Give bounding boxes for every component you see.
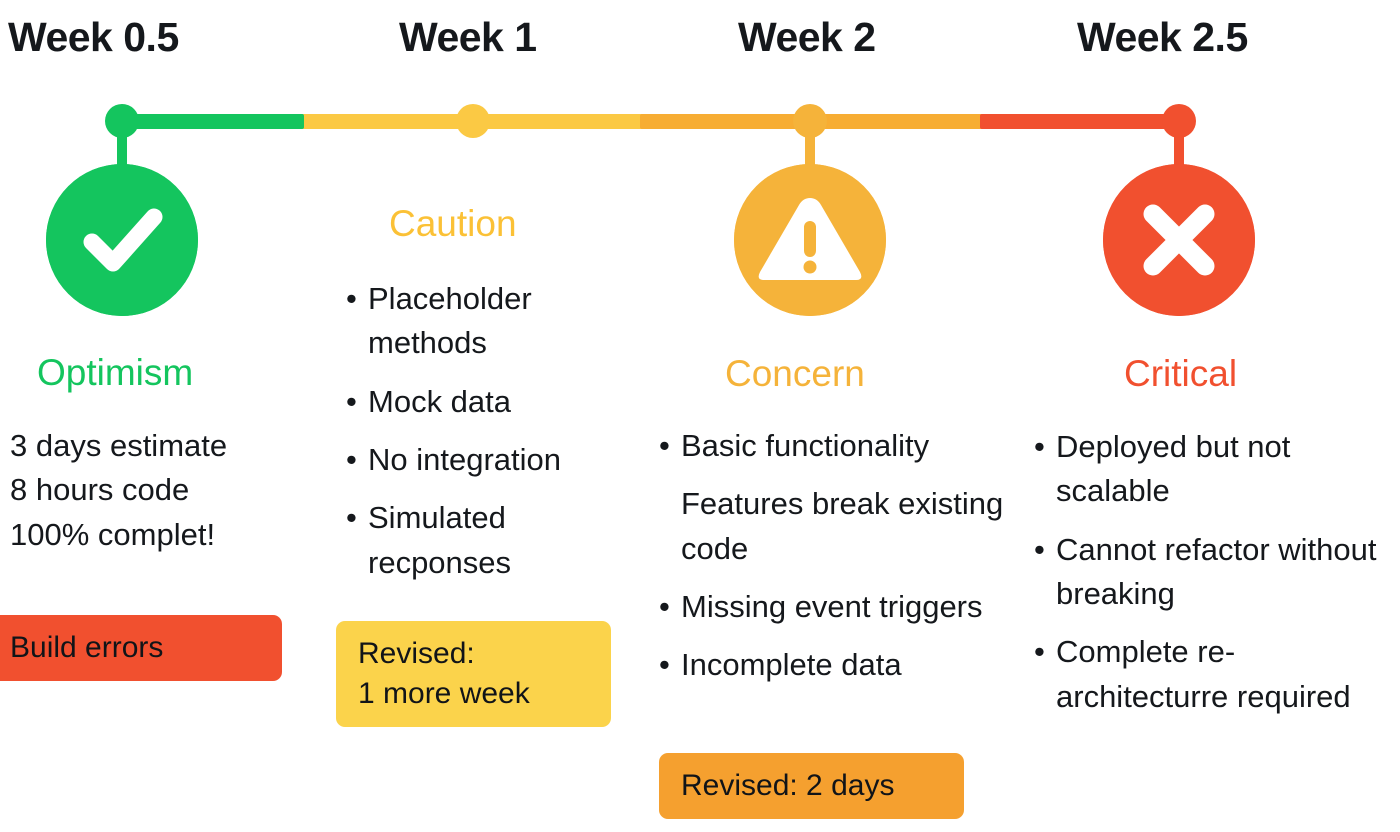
optimism-detail-list: 3 days estimate 8 hours code 100% comple…: [10, 424, 310, 557]
list-item: Basic functionality: [657, 424, 1007, 469]
list-item: Complete re-architecturre required: [1032, 630, 1382, 719]
list-item: Missing event triggers: [657, 585, 1007, 630]
list-item: Placeholder methods: [344, 277, 624, 366]
list-item: 3 days estimate: [10, 428, 228, 463]
list-item: Simulated recponses: [344, 496, 624, 585]
status-label-optimism: Optimism: [37, 352, 194, 393]
list-item: Features break existing code: [681, 486, 1004, 566]
week-label-1: Week 1: [399, 14, 537, 60]
list-item: Cannot refactor without breaking: [1032, 528, 1382, 617]
badge-revised-two-days: Revised: 2 days: [659, 753, 964, 819]
critical-bullet-list: Deployed but not scalable Cannot refacto…: [1032, 425, 1382, 733]
warning-triangle-icon: [734, 164, 886, 316]
timeline-stem-week05: [117, 130, 127, 192]
list-item: Deployed but not scalable: [1032, 425, 1382, 514]
timeline-segment-week25-end: [980, 114, 1182, 129]
timeline-stem-week2: [805, 130, 815, 192]
week-label-2: Week 2: [738, 14, 876, 60]
week-label-0: Week 0.5: [8, 14, 179, 60]
caution-bullet-list: Placeholder methods Mock data No integra…: [344, 277, 624, 599]
status-label-caution: Caution: [389, 203, 517, 244]
list-item: 8 hours code: [10, 472, 190, 508]
list-item: No integration: [344, 438, 624, 483]
timeline-node-week2[interactable]: [793, 104, 827, 138]
timeline-node-week1[interactable]: [456, 104, 490, 138]
check-circle-icon: [46, 164, 198, 316]
list-item: Mock data: [344, 380, 624, 425]
week-label-3: Week 2.5: [1077, 14, 1248, 60]
status-label-concern: Concern: [725, 353, 865, 394]
badge-revised-one-more-week: Revised: 1 more week: [336, 621, 611, 727]
badge-build-errors: Build errors: [0, 615, 282, 681]
concern-bullet-list: Basic functionality Features break exist…: [657, 424, 1007, 702]
timeline-stem-week25: [1174, 130, 1184, 192]
timeline-segment-week05-week1: [122, 114, 304, 129]
list-item: 100% complet!: [10, 516, 216, 552]
timeline-node-week25[interactable]: [1162, 104, 1196, 138]
status-label-critical: Critical: [1124, 353, 1238, 394]
x-circle-icon: [1103, 164, 1255, 316]
timeline-node-week05[interactable]: [105, 104, 139, 138]
list-item: Incomplete data: [657, 643, 1007, 688]
